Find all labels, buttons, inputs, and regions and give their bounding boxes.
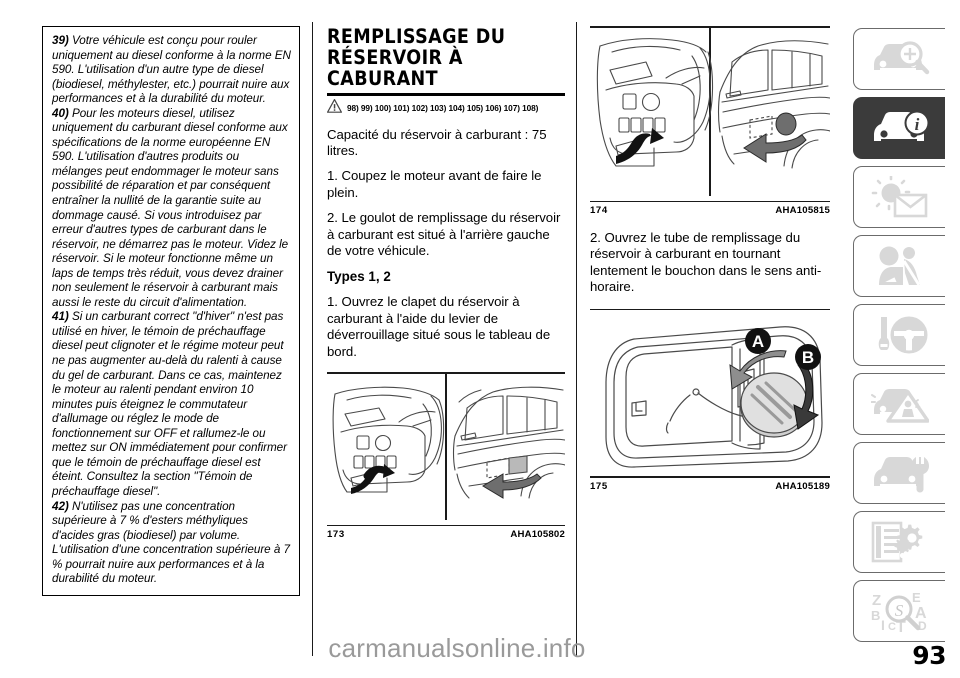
figure-code: AHA105802	[510, 529, 565, 541]
column-divider-left	[312, 22, 313, 656]
body-paragraph: Capacité du réservoir à carburant : 75 l…	[327, 126, 547, 158]
warning-note-ref: 41)	[52, 310, 69, 324]
svg-text:A: A	[915, 605, 927, 622]
warning-note-text: N'utilisez pas une concentration supérie…	[52, 499, 290, 586]
sun-envelope-icon	[871, 176, 929, 218]
figure-caption: 174 AHA105815	[590, 205, 830, 216]
svg-text:C: C	[888, 621, 896, 632]
left-column: 39) Votre véhicule est conçu pour rouler…	[42, 26, 300, 596]
section-separator	[590, 308, 830, 311]
sidebar-tab-specifications[interactable]	[853, 511, 945, 573]
svg-text:I: I	[881, 617, 885, 632]
sidebar-tab-emergency[interactable]	[853, 373, 945, 435]
figure-code: AHA105189	[775, 480, 830, 492]
subsection-heading: Types 1, 2	[327, 269, 391, 285]
figure-rule-bottom	[327, 524, 565, 527]
seatbelt-occupant-icon	[873, 245, 927, 287]
figure-rule-bottom	[590, 200, 830, 202]
figure-caption: 175 AHA105189	[590, 481, 830, 492]
figure-illustration	[590, 27, 831, 201]
figure-number: 175	[590, 480, 608, 492]
svg-text:E: E	[912, 590, 921, 605]
figure-illustration: A B	[590, 319, 830, 476]
sidebar-tab-maintenance[interactable]	[853, 442, 945, 504]
page-title: REMPLISSAGE DU RÉSERVOIR À CABURANT	[327, 25, 506, 90]
watermark: carmanualsonline.info	[328, 633, 586, 663]
warning-note-text: Votre véhicule est conçu pour rouler uni…	[52, 34, 291, 106]
svg-text:D: D	[918, 619, 927, 632]
warning-note: 42) N'utilisez pas une concentration sup…	[52, 500, 291, 587]
breakdown-warning-icon	[870, 384, 929, 424]
section-tab-bar: i	[853, 28, 949, 649]
car-magnifier-icon	[870, 39, 930, 79]
page-number: 93	[912, 641, 946, 670]
svg-text:B: B	[871, 608, 880, 623]
warning-note-ref: 39)	[52, 34, 69, 47]
sidebar-tab-lights-and-wipers[interactable]	[853, 166, 945, 228]
warning-note-ref: 42)	[52, 499, 69, 513]
middle-column: REMPLISSAGE DU RÉSERVOIR À CABURANT 98) …	[327, 25, 566, 540]
figure-173: 173 AHA105802	[327, 372, 566, 540]
title-underline	[327, 93, 565, 96]
warning-notes-box: 39) Votre véhicule est conçu pour rouler…	[42, 26, 300, 596]
svg-text:T: T	[896, 619, 906, 632]
figure-number: 174	[590, 205, 608, 216]
figure-number: 173	[327, 529, 345, 541]
body-paragraph: 1. Coupez le moteur avant de faire le pl…	[327, 168, 542, 200]
figure-illustration	[327, 373, 566, 525]
car-info-icon: i	[870, 108, 930, 148]
warning-note-text: Si un carburant correct "d'hiver" n'est …	[52, 310, 287, 498]
svg-text:Z: Z	[872, 592, 881, 609]
warning-reference-line: 98) 99) 100) 101) 102) 103) 104) 105) 10…	[327, 98, 565, 118]
sidebar-tab-vehicle-information[interactable]: i	[853, 97, 945, 159]
figure-rule-bottom	[590, 476, 830, 478]
right-column: 174 AHA105815 2. Ouvrez le tube de rempl…	[590, 26, 831, 492]
figure-label-b: B	[795, 344, 821, 371]
sidebar-tab-index[interactable]: Z B I C T E A D S	[853, 580, 945, 642]
body-paragraph: 1. Ouvrez le clapet du réservoir à carbu…	[327, 294, 551, 359]
figure-rule-top	[590, 26, 830, 28]
warning-triangle-icon	[327, 98, 342, 118]
column-divider-right	[576, 22, 577, 656]
svg-text:S: S	[894, 601, 903, 620]
warning-reference-numbers: 98) 99) 100) 101) 102) 103) 104) 105) 10…	[347, 103, 539, 114]
figure-175: A B 175 AHA105189	[590, 319, 830, 492]
figure-label-a: A	[745, 328, 771, 355]
alphabet-magnifier-icon: Z B I C T E A D S	[868, 590, 932, 632]
warning-note: 40) Pour les moteurs diesel, utilisez un…	[52, 107, 291, 311]
svg-text:A: A	[752, 332, 764, 351]
key-steering-wheel-icon	[872, 314, 928, 356]
body-paragraph: 2. Le goulot de remplissage du réservoir…	[327, 210, 561, 259]
svg-text:i: i	[914, 115, 919, 134]
list-gears-icon	[871, 521, 929, 563]
warning-note: 41) Si un carburant correct "d'hiver" n'…	[52, 310, 291, 499]
figure-rule-top	[327, 372, 565, 374]
figure-caption: 173 AHA105802	[327, 529, 565, 540]
sidebar-tab-safety-restraints[interactable]	[853, 235, 945, 297]
svg-text:B: B	[802, 348, 814, 367]
sidebar-tab-starting-and-driving[interactable]	[853, 304, 945, 366]
warning-note-text: Pour les moteurs diesel, utilisez unique…	[52, 106, 289, 309]
sidebar-tab-vehicle-overview[interactable]	[853, 28, 945, 90]
warning-note-ref: 40)	[52, 106, 69, 120]
car-wrench-icon	[871, 453, 929, 493]
body-paragraph: 2. Ouvrez le tube de remplissage du rése…	[590, 230, 822, 295]
figure-code: AHA105815	[775, 205, 830, 216]
warning-note: 39) Votre véhicule est conçu pour rouler…	[52, 34, 291, 107]
figure-174: 174 AHA105815	[590, 26, 831, 216]
